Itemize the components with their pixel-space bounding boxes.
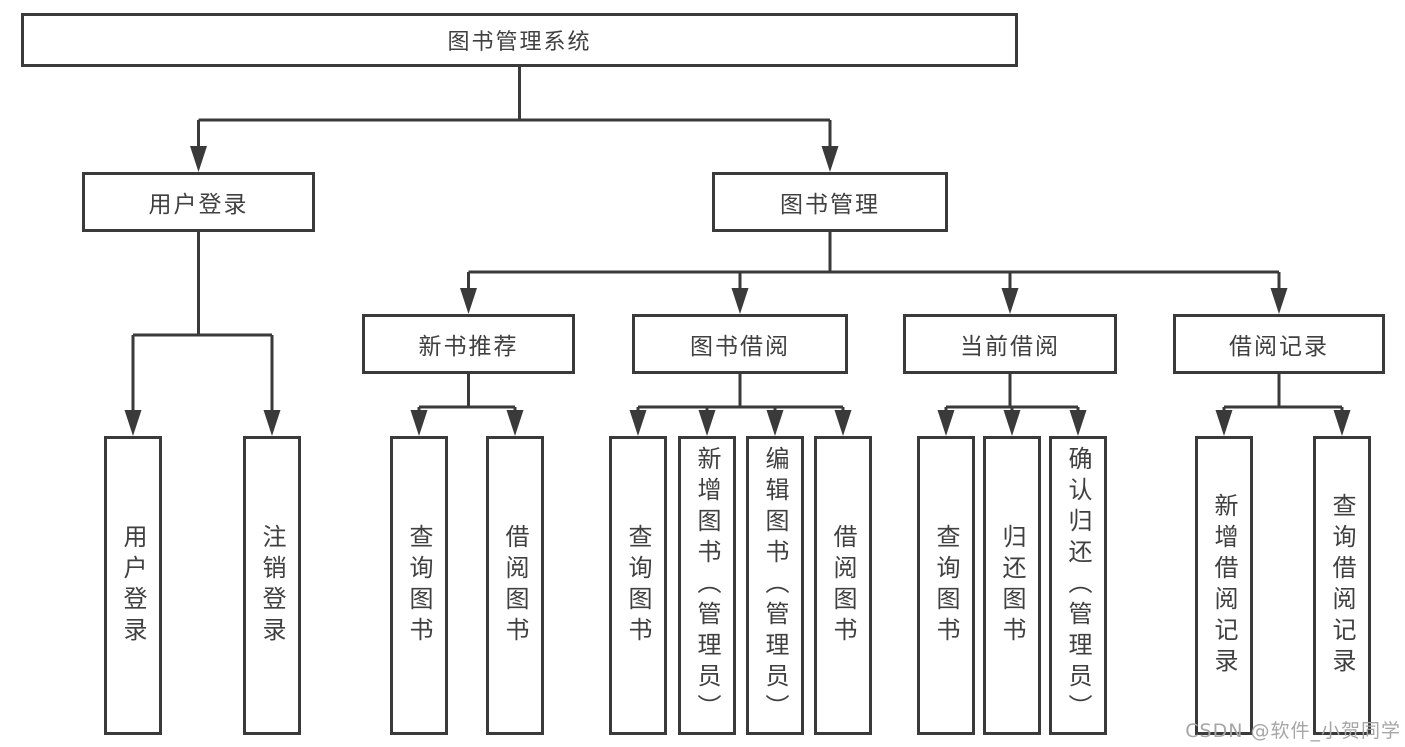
arrow-down-icon [1003,410,1021,436]
arrow-down-icon [1333,410,1351,436]
node-borrowing-records: 借阅记录 [1173,314,1385,374]
leaf-br-add-borrow-record: 新增借阅记录 [1195,436,1253,735]
arrow-down-icon [937,410,955,436]
leaf-bb-query-books: 查询图书 [609,436,667,735]
arrow-down-icon [460,288,477,314]
leaf-bb-borrow-books: 借阅图书 [814,436,872,735]
node-book-management-group: 图书管理 [712,172,948,232]
arrow-down-icon [1001,288,1019,314]
arrow-down-icon [698,410,716,436]
arrow-down-icon [731,288,749,314]
node-book-borrowing: 图书借阅 [632,314,848,374]
arrow-down-icon [821,146,839,172]
leaf-nbr-borrow-books: 借阅图书 [486,436,544,735]
arrow-down-icon [410,410,428,436]
node-user-login-group: 用户登录 [82,172,315,232]
leaf-user-login: 用户登录 [104,436,162,735]
node-new-book-recommendation: 新书推荐 [362,314,575,374]
arrow-down-icon [766,410,784,436]
arrow-down-icon [263,410,281,436]
leaf-bb-add-book-admin: 新增图书（管理员） [678,436,736,735]
arrow-down-icon [124,410,142,436]
node-current-borrowing: 当前借阅 [903,314,1117,374]
arrow-down-icon [1270,288,1288,314]
leaf-cb-return-books: 归还图书 [983,436,1041,735]
leaf-bb-edit-book-admin: 编辑图书（管理员） [746,436,804,735]
leaf-cb-query-books: 查询图书 [917,436,975,735]
leaf-cb-confirm-return-admin: 确认归还（管理员） [1049,436,1107,735]
arrow-down-icon [629,410,647,436]
arrow-down-icon [1215,410,1233,436]
csdn-watermark: CSDN @软件_小贺同学 [1185,720,1401,742]
arrow-down-icon [506,410,524,436]
arrow-down-icon [1069,410,1087,436]
node-library-management-system: 图书管理系统 [21,13,1018,67]
arrow-down-icon [190,146,207,172]
leaf-logout: 注销登录 [243,436,301,735]
leaf-nbr-query-books: 查询图书 [390,436,448,735]
leaf-br-query-borrow-record: 查询借阅记录 [1313,436,1371,735]
arrow-down-icon [834,410,852,436]
